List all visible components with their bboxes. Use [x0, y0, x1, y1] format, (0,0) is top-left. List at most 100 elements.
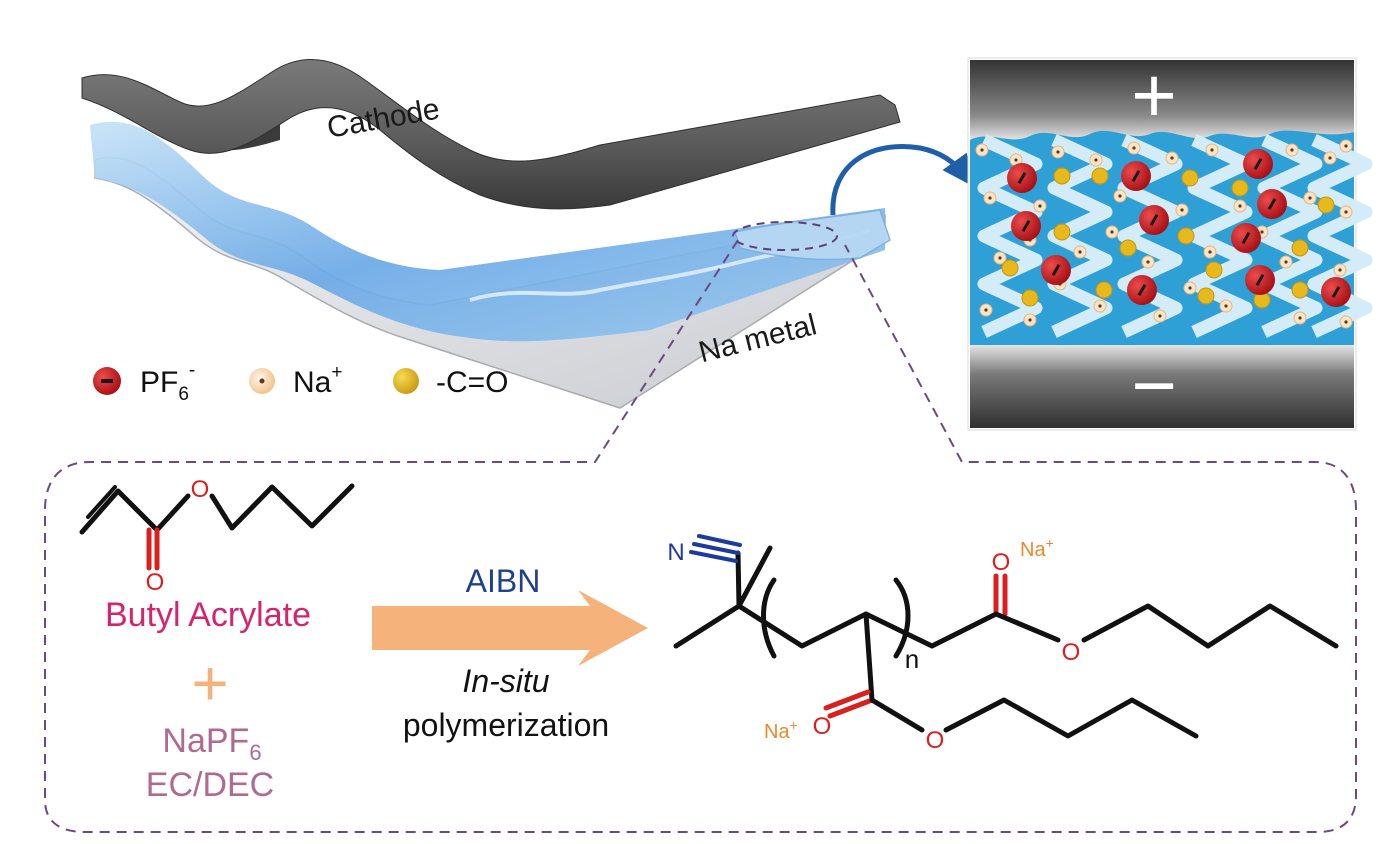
legend-item-na: Na+: [249, 362, 342, 399]
upper-na-sup: +: [1046, 535, 1054, 551]
cation-dot: [1014, 158, 1018, 162]
upper-ester-oxygen: O: [1062, 639, 1081, 666]
cation-dot: [1344, 144, 1348, 148]
legend-pf6-sub: 6: [178, 384, 189, 405]
lower-butyl-chain: [943, 697, 1199, 739]
butyl-chain: [209, 483, 355, 531]
negative-sign: −: [1131, 341, 1177, 429]
lower-ester-oxygen: O: [926, 727, 945, 754]
cation-dot: [1338, 268, 1342, 272]
positive-sign: +: [1131, 51, 1177, 139]
reaction-scheme: O O Butyl Acrylate + NaPF6 EC/DEC AIBN I…: [79, 476, 1339, 804]
butyl-acrylate-structure: [79, 483, 355, 571]
carbonyl-group: [1091, 167, 1109, 185]
cation-dot: [1298, 316, 1302, 320]
gel-front-edge: [734, 209, 891, 261]
cation-dot: [1188, 286, 1192, 290]
reaction-arrow: [372, 590, 648, 666]
legend-pf6-sup: -: [189, 360, 195, 381]
cation-dot: [1328, 156, 1332, 160]
salt-sub: 6: [249, 740, 261, 765]
carbonyl-group: [1053, 223, 1071, 241]
legend-na-sup: +: [331, 362, 342, 383]
ester-oxygen: O: [191, 476, 210, 503]
vinyl-bond: [79, 488, 160, 535]
zoom-arrow: [830, 144, 972, 216]
cathode-plate: [970, 60, 1354, 140]
anion-minus-mark: [1253, 158, 1263, 170]
svg-text:PF6-: PF6-: [140, 360, 195, 405]
monomer-name: Butyl Acrylate: [105, 596, 311, 634]
zoom-region-ellipse: [732, 221, 838, 251]
lower-na-sup: +: [790, 717, 798, 733]
cation-dot: [988, 196, 992, 200]
cation-dot: [980, 148, 984, 152]
nitrile-triple-2: [697, 534, 742, 547]
solvent-name: EC/DEC: [146, 766, 274, 804]
anion-minus-mark: [1331, 286, 1341, 298]
cation-dot: [1208, 250, 1212, 254]
cation-dot: [1284, 260, 1288, 264]
upper-na-main: Na: [1020, 539, 1046, 561]
carbonyl-group: [1001, 259, 1019, 277]
nitrile-c-bond: [735, 550, 742, 609]
cation-dot: [1344, 210, 1348, 214]
cation-dot: [1078, 250, 1082, 254]
reagent-plus: +: [191, 647, 228, 719]
svg-text:Na+: Na+: [293, 362, 342, 399]
polymer-chain: [1047, 134, 1113, 338]
cation-dot: [1028, 318, 1032, 322]
carbonyl-group: [1095, 281, 1113, 299]
cation-dot: [1158, 314, 1162, 318]
carbonyl-group: [1053, 167, 1071, 185]
nitrile-triple-1: [692, 542, 740, 555]
cation-dot: [1146, 260, 1150, 264]
carbonyl-group: [1205, 261, 1223, 279]
anion-minus-mark: [1149, 214, 1159, 226]
polymer-structure: [673, 534, 1339, 739]
cation-dot: [1260, 230, 1264, 234]
cation-dot: [1118, 194, 1122, 198]
anion-minus-mark: [1017, 172, 1027, 184]
cation-dot: [984, 308, 988, 312]
anion-minus-mark: [1267, 198, 1277, 210]
legend-pf6-main: PF: [140, 366, 178, 399]
plus-mark: [259, 378, 265, 384]
cation-dot: [1170, 156, 1174, 160]
anion-minus-mark: [1051, 264, 1061, 276]
carbonyl-group: [1291, 281, 1309, 299]
legend: PF6- Na+ -C=O: [93, 360, 509, 405]
carbonyl-group: [1177, 227, 1195, 245]
carbonyl-group: [1291, 239, 1309, 257]
methyl-left: [673, 603, 742, 649]
cation-dot: [1210, 148, 1214, 152]
cation-dot: [1056, 150, 1060, 154]
vinyl-double-bond: [86, 485, 117, 519]
bracket-left: [761, 577, 777, 659]
carbonyl-group: [1317, 196, 1335, 214]
upper-butyl-chain: [1081, 603, 1339, 649]
carbonyl-group: [1181, 169, 1199, 187]
anion-minus-mark: [1255, 274, 1265, 286]
salt-name: NaPF6: [162, 722, 261, 765]
upper-ester-bond: [993, 611, 1061, 643]
anion-minus-mark: [1137, 284, 1147, 296]
cation-dot: [1238, 204, 1242, 208]
process-label: polymerization: [403, 707, 609, 743]
polymer-chain: [1117, 134, 1183, 338]
cation-dot: [1290, 148, 1294, 152]
lower-sodium: Na+: [764, 717, 798, 743]
lower-na-main: Na: [764, 721, 790, 743]
inset-particles: [975, 139, 1353, 329]
initiator-label: AIBN: [466, 563, 541, 599]
carbonyl-icon: [393, 368, 419, 394]
legend-item-pf6: PF6-: [93, 360, 195, 405]
carbonyl-group: [1197, 287, 1215, 305]
legend-na-main: Na: [293, 366, 332, 399]
upper-carbonyl-oxygen: O: [992, 549, 1011, 576]
carbonyl-oxygen: O: [146, 569, 165, 596]
anion-minus-mark: [1131, 170, 1141, 182]
methyl-up: [736, 545, 773, 609]
cation-dot: [1098, 304, 1102, 308]
